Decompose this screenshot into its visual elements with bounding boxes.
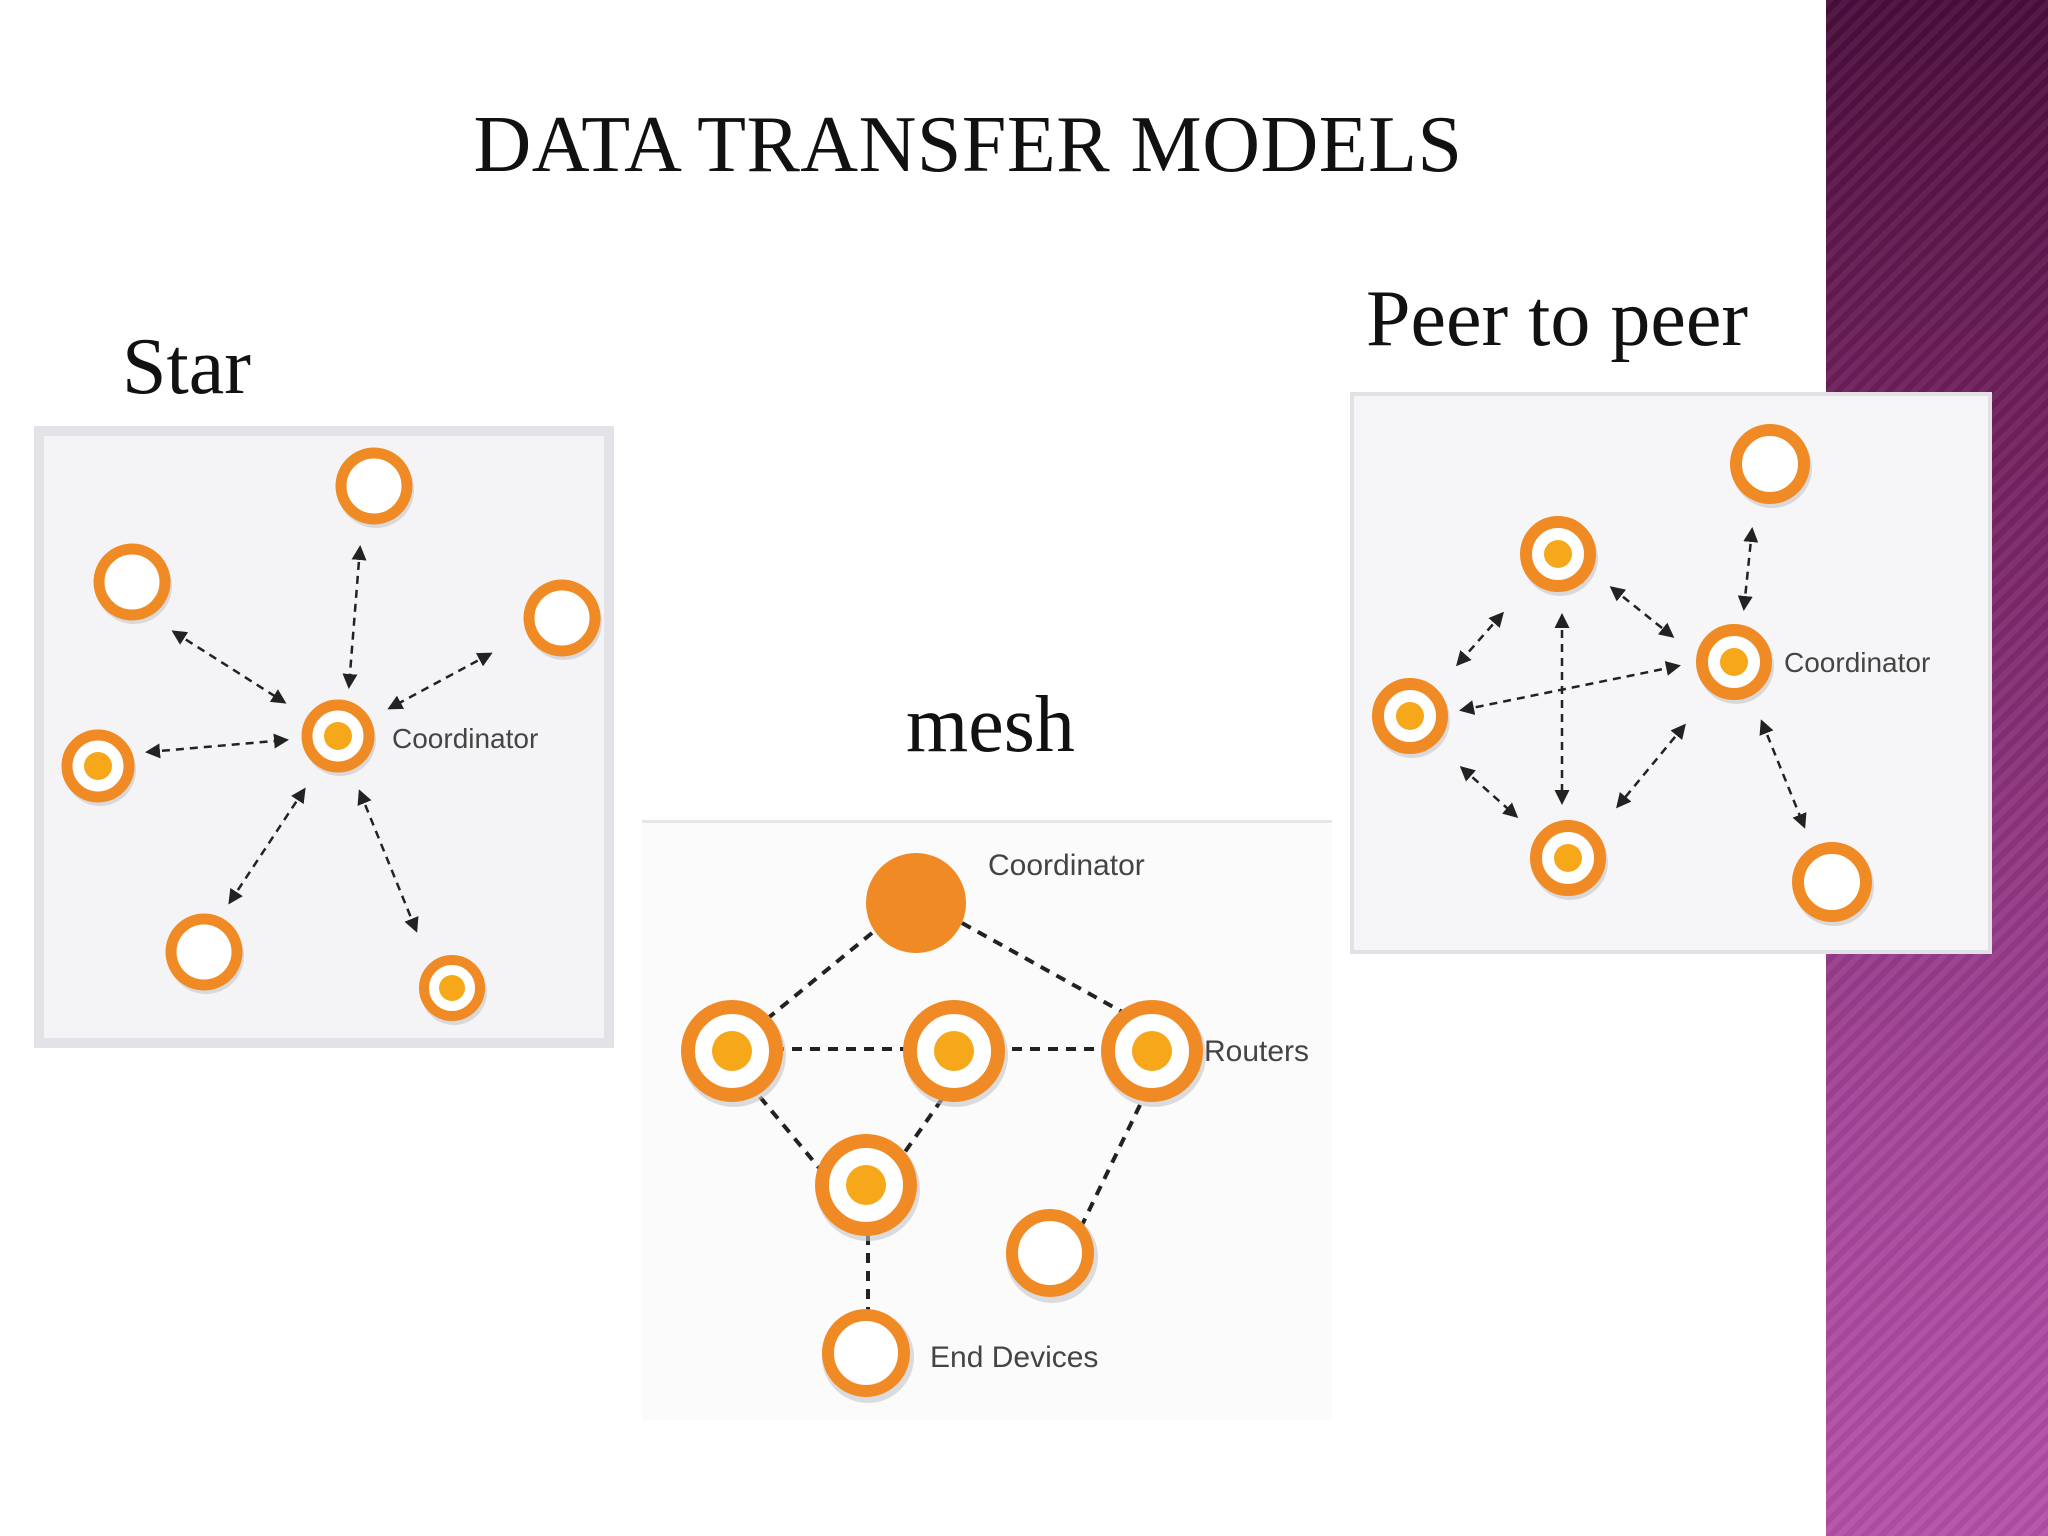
mesh-end-device-node [1006,1209,1098,1303]
mesh-router-node [1101,1000,1206,1107]
mesh-router-node [903,1000,1008,1107]
mesh-router-node [681,1000,786,1107]
star-coordinator-node [301,699,376,776]
star-link [171,630,287,704]
mesh-diagram-svg: Coordinator Routers [681,849,1309,1403]
mesh-coordinator-label: Coordinator [988,849,1145,882]
p2p-coordinator-node [1696,624,1774,704]
star-peripheral-node [93,543,172,624]
star-link [342,545,367,689]
mesh-link [760,931,874,1025]
mesh-router-node [815,1134,920,1241]
mesh-link [758,1095,822,1171]
star-peripheral-node [335,447,414,528]
p2p-peripheral-node [1730,424,1812,508]
star-diagram-svg: Coordinator [61,447,602,1025]
peer-to-peer-diagram-svg: Coordinator [1372,424,1930,926]
mesh-end-devices-label: End Devices [930,1341,1098,1374]
p2p-link [1759,719,1807,829]
mesh-link [961,921,1143,1025]
mesh-routers-label: Routers [1204,1035,1309,1068]
star-link [228,787,306,905]
mesh-link [898,1097,944,1161]
p2p-link [1456,611,1504,667]
mesh-link [1080,1104,1142,1226]
star-model-label: Star [122,323,251,411]
star-link [387,652,493,710]
peer-to-peer-diagram: Coordinator [1350,392,1992,954]
star-peripheral-node [523,579,602,660]
p2p-link [1737,527,1759,611]
mesh-diagram: Coordinator Routers [642,820,1332,1420]
star-link [145,733,289,759]
peer-to-peer-model-label: Peer to peer [1366,275,1749,363]
star-peripheral-node [165,913,244,994]
p2p-link [1459,766,1519,818]
star-diagram: Coordinator [34,426,614,1048]
p2p-router-node [1372,678,1450,758]
p2p-coordinator-label: Coordinator [1784,647,1930,678]
star-coordinator-label: Coordinator [392,723,538,754]
p2p-peripheral-node [1792,842,1874,926]
mesh-end-device-node [822,1309,914,1403]
star-end-device-node [61,729,136,806]
mesh-coordinator-node [866,853,966,953]
slide-title: DATA TRANSFER MODELS [473,101,1463,189]
p2p-link [1609,586,1675,638]
star-link [357,789,419,933]
p2p-link [1616,723,1686,809]
p2p-router-node [1530,820,1608,900]
p2p-router-node [1520,516,1598,596]
mesh-model-label: mesh [906,681,1075,769]
star-end-device-node [419,955,487,1025]
p2p-link [1459,661,1681,715]
